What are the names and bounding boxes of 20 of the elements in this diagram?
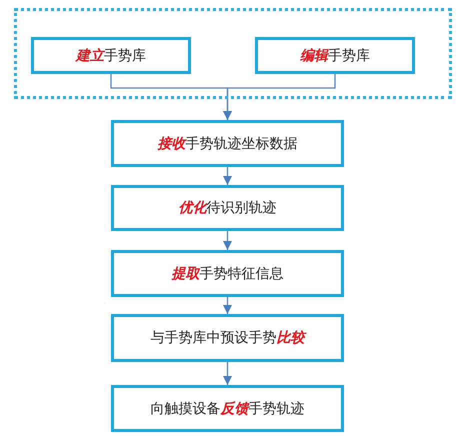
process-box	[111, 314, 344, 362]
arrow	[223, 74, 336, 120]
arrow	[223, 231, 232, 250]
step-label: 接收手势轨迹坐标数据	[158, 134, 298, 152]
arrow	[223, 362, 232, 385]
process-box	[111, 250, 344, 297]
step-label: 与手势库中预设手势比较	[150, 329, 304, 347]
process-box	[111, 120, 344, 167]
process-box	[255, 37, 415, 74]
process-box	[111, 385, 344, 432]
step-label: 优化待识别轨迹	[178, 199, 276, 217]
process-box	[111, 185, 344, 231]
step-label: 编辑手势库	[300, 46, 370, 64]
dotted-group-frame	[14, 8, 452, 99]
arrow	[223, 167, 232, 185]
step-label: 向触摸设备反馈手势轨迹	[150, 400, 304, 418]
arrow	[223, 297, 232, 314]
step-label: 建立手势库	[76, 46, 146, 64]
process-box	[31, 37, 191, 74]
step-label: 提取手势特征信息	[172, 264, 284, 282]
